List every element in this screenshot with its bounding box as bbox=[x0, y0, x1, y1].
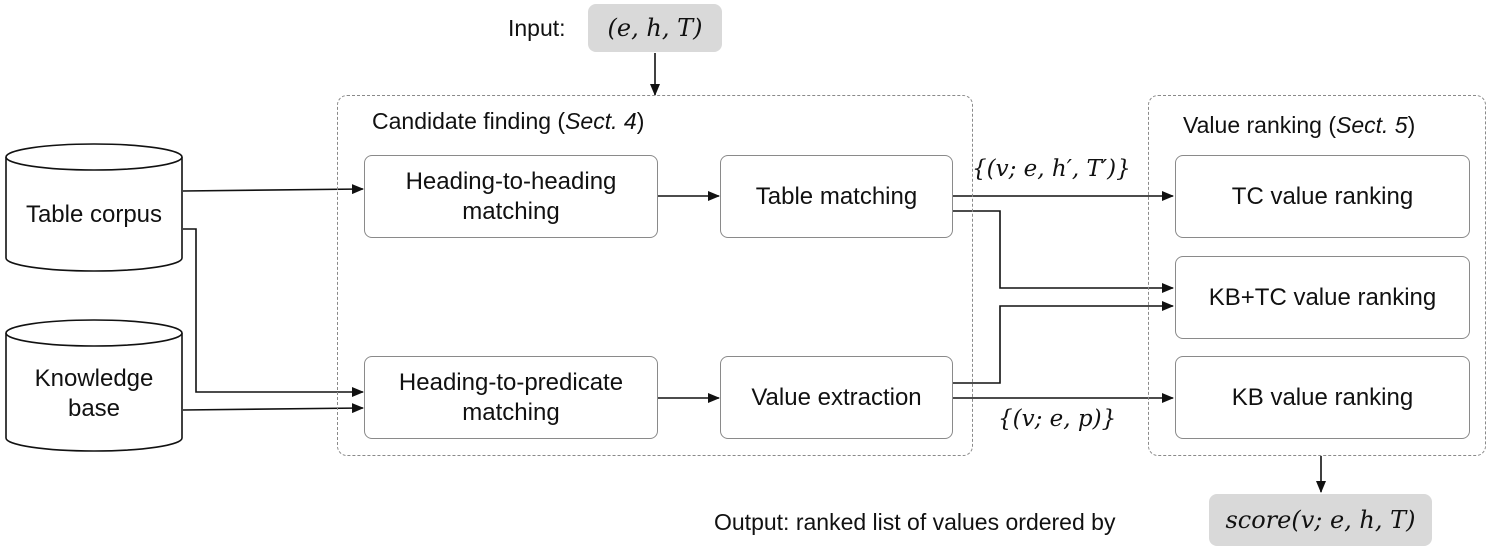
value-ranking-section-ref: Sect. 5 bbox=[1336, 112, 1408, 138]
value-extraction-label: Value extraction bbox=[751, 383, 922, 411]
candidate-finding-group bbox=[337, 95, 973, 456]
output-label: Output: ranked list of values ordered by bbox=[714, 509, 1116, 535]
kbtc-value-ranking-label: KB+TC value ranking bbox=[1208, 283, 1437, 311]
tm-to-kbtc-arrow bbox=[952, 210, 1174, 293]
kb-value-ranking-box: KB value ranking bbox=[1175, 356, 1470, 439]
value-ranking-title-text: Value ranking ( bbox=[1183, 112, 1336, 138]
candidate-finding-title: Candidate finding (Sect. 4) bbox=[372, 108, 644, 135]
ve-to-kbtc-arrow bbox=[952, 301, 1174, 384]
candidate-finding-title-close: ) bbox=[636, 108, 645, 134]
input-expression: (e, h, T) bbox=[588, 4, 722, 52]
h2h-label-line2: matching bbox=[462, 197, 560, 225]
heading-to-heading-matching-box: Heading-to-heading matching bbox=[364, 155, 658, 238]
knowledge-base-label: Knowledge base bbox=[6, 364, 182, 424]
table-matching-label: Table matching bbox=[755, 182, 918, 210]
tc-set-label: {(v; e, h′, T′)} bbox=[972, 156, 1131, 182]
h2p-label-line1: Heading-to-predicate bbox=[398, 368, 624, 396]
knowledge-base-label-line1: Knowledge bbox=[34, 365, 154, 392]
heading-to-predicate-matching-box: Heading-to-predicate matching bbox=[364, 356, 658, 439]
value-extraction-box: Value extraction bbox=[720, 356, 953, 439]
knowledge-base-label-line2: base bbox=[67, 395, 121, 422]
candidate-finding-section-ref: Sect. 4 bbox=[565, 108, 637, 134]
candidate-finding-title-text: Candidate finding ( bbox=[372, 108, 566, 134]
kb-set-label: {(v; e, p)} bbox=[998, 406, 1117, 432]
tc-value-ranking-box: TC value ranking bbox=[1175, 155, 1470, 238]
knowledge-base-cylinder bbox=[5, 319, 183, 452]
input-label: Input: bbox=[508, 15, 566, 41]
value-ranking-title-close: ) bbox=[1407, 112, 1416, 138]
table-corpus-label: Table corpus bbox=[25, 201, 163, 228]
kb-value-ranking-label: KB value ranking bbox=[1231, 383, 1414, 411]
table-matching-box: Table matching bbox=[720, 155, 953, 238]
value-ranking-group bbox=[1148, 95, 1486, 456]
output-expression: score(v; e, h, T) bbox=[1209, 494, 1432, 546]
tc-value-ranking-label: TC value ranking bbox=[1231, 182, 1414, 210]
kbtc-value-ranking-box: KB+TC value ranking bbox=[1175, 256, 1470, 339]
kb-to-h2p-arrow bbox=[182, 403, 364, 414]
h2p-label-line2: matching bbox=[462, 398, 560, 426]
corpus-to-h2p-arrow bbox=[183, 228, 364, 397]
value-ranking-title: Value ranking (Sect. 5) bbox=[1183, 112, 1415, 139]
h2h-label-line1: Heading-to-heading bbox=[405, 167, 617, 195]
corpus-to-h2h-arrow bbox=[182, 184, 364, 195]
table-corpus-cylinder bbox=[5, 143, 183, 272]
